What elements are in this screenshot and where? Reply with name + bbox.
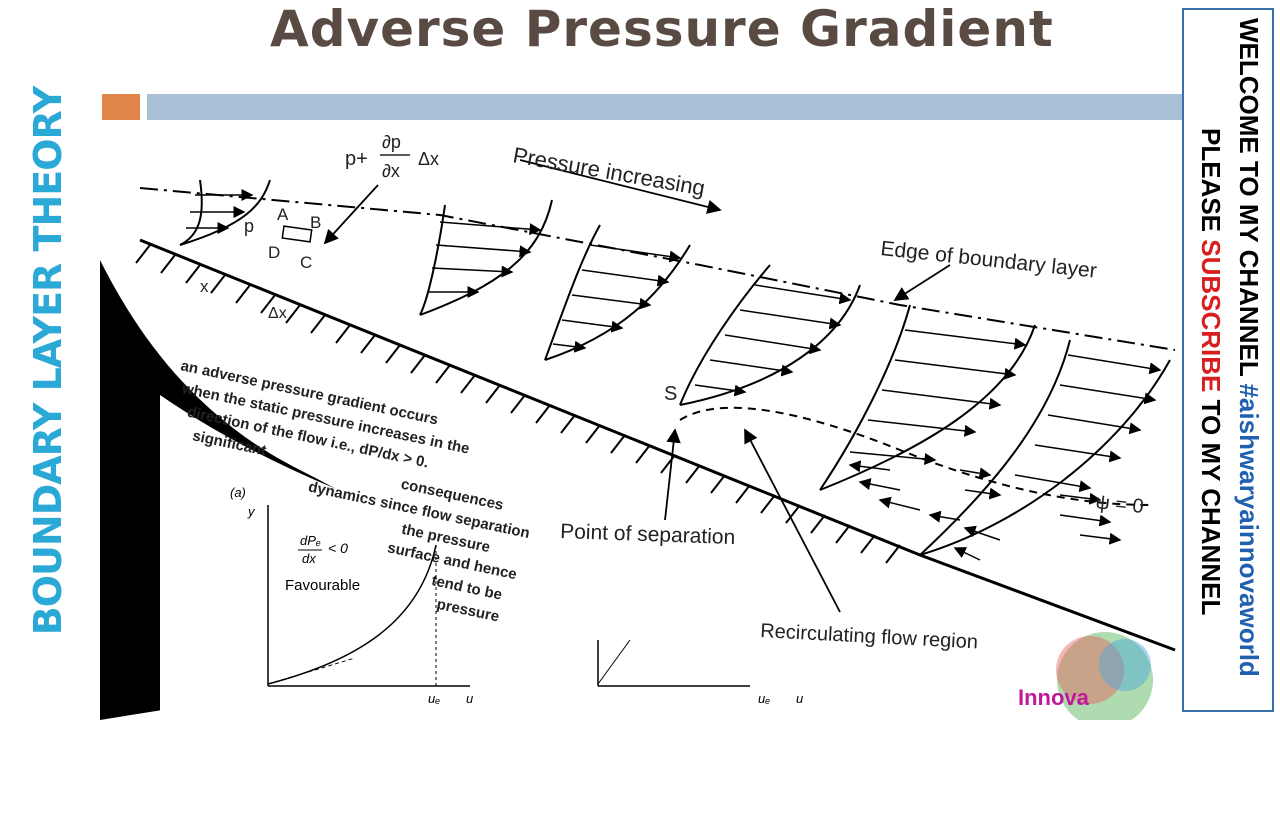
letter-a: A [277,205,289,224]
inset-favourable: Favourable [285,577,360,594]
overlay-page [160,395,760,720]
slide-title: Adverse Pressure Gradient [270,0,1054,58]
label-pointers [323,159,951,613]
boundary-layer-edge [139,187,1176,351]
edge-label: Edge of boundary layer [879,237,1097,283]
letter-b: B [310,213,321,232]
banner-to-channel: TO MY CHANNEL [1196,392,1226,616]
inset-y-label: y [247,504,256,519]
subscribe-banner [1182,8,1274,712]
delta-x-small: Δx [268,305,287,322]
psi-label: ψ = 0 [1094,491,1144,518]
channel-logo: Innova [1018,632,1153,720]
recirculation-label: Recirculating flow region [760,620,979,653]
fluid-element [281,225,313,243]
side-title: BOUNDARY LAYER THEORY [26,86,70,636]
inset-eq-num: dPₑ [300,533,321,548]
dx-label: ∂x [382,161,400,181]
p-plus-label: p+ [345,148,368,170]
point-s-label: S [664,383,677,405]
inset-ue: uₑ [428,691,440,706]
p-label: p [244,216,254,236]
banner-please: PLEASE [1196,128,1226,240]
banner-welcome: WELCOME TO MY CHANNEL [1234,18,1264,384]
letter-d: D [268,243,280,262]
banner-line-2: PLEASE SUBSCRIBE TO MY CHANNEL [1194,128,1228,832]
banner-line-1: WELCOME TO MY CHANNEL #aishwaryainnovawo… [1232,18,1266,722]
inset-ue-2: uₑ [758,691,770,706]
inset-u-2: u [796,691,803,706]
accent-bar [147,94,1182,120]
velocity-arrows [186,189,1162,493]
x-label: x [200,277,209,296]
pressure-label: Pressure increasing [511,142,707,200]
inset-eq-rel: < 0 [328,540,348,556]
dp-label: ∂p [382,132,401,152]
zero-streamline [679,406,1151,506]
delta-x-label: Δx [418,149,439,169]
inset-eq-den: dx [302,551,316,566]
logo-text: Innova [1018,685,1090,710]
separation-label: Point of separation [560,520,736,549]
banner-hashtag: #aishwaryainnovaworld [1234,383,1264,677]
boundary-layer-diagram: Pressure increasing Edge of boundary lay… [100,132,1176,720]
banner-subscribe: SUBSCRIBE [1196,239,1226,393]
inset-u: u [466,691,473,706]
recirculation-arrows [848,460,1122,561]
left-margin [0,0,100,720]
inset-label-a: (a) [230,485,246,500]
accent-square [102,94,140,120]
wall-hatching [135,244,901,564]
letter-c: C [300,253,312,272]
inset-plot: (a) y dPₑ dx < 0 Favourable uₑ u uₑ u [230,485,803,706]
